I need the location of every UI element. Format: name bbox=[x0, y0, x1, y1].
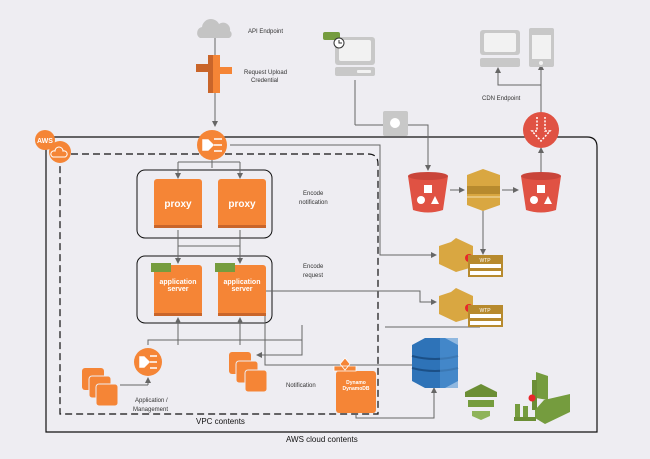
key-icon bbox=[151, 263, 171, 272]
svg-text:Dynamo: Dynamo bbox=[346, 380, 366, 386]
aws-cloud-boundary bbox=[45, 136, 598, 433]
aws-cloud-contents-label: AWS cloud contents bbox=[286, 435, 358, 444]
svg-text:request: request bbox=[303, 273, 323, 279]
svg-text:notification: notification bbox=[299, 200, 328, 206]
video-file-icon bbox=[383, 111, 408, 136]
ec2-instances-icon bbox=[229, 352, 268, 393]
svg-text:Encode: Encode bbox=[303, 264, 324, 270]
proxy-server-2: proxy bbox=[218, 179, 266, 228]
proxy-group bbox=[136, 169, 273, 239]
load-balancer-icon bbox=[134, 348, 162, 376]
s3-bucket-icon bbox=[521, 172, 561, 213]
vpc-boundary bbox=[59, 153, 379, 415]
s3-bucket-icon bbox=[408, 172, 448, 213]
svg-text:AWS: AWS bbox=[37, 138, 53, 145]
cloud-icon bbox=[197, 19, 232, 38]
key-icon bbox=[323, 32, 345, 49]
elastic-transcoder-icon bbox=[467, 169, 500, 211]
application-server-2: application server bbox=[215, 263, 266, 316]
svg-text:DynamoDB: DynamoDB bbox=[343, 386, 370, 392]
svg-text:Request Upload: Request Upload bbox=[244, 70, 287, 76]
proxy-server-1: proxy bbox=[154, 179, 202, 228]
api-gateway-icon bbox=[196, 55, 232, 93]
svg-text:Encode: Encode bbox=[303, 191, 324, 197]
ec2-instances-icon bbox=[82, 368, 119, 407]
wtp-worker-2: WTP bbox=[439, 288, 503, 327]
load-balancer-icon bbox=[197, 130, 227, 160]
glacier-icon bbox=[465, 384, 497, 420]
monitor-icon bbox=[480, 30, 520, 67]
svg-text:application: application bbox=[224, 279, 261, 286]
cloud-icon bbox=[50, 146, 68, 158]
cdn-endpoint-label: CDN Endpoint bbox=[482, 96, 521, 102]
cloudfront-icon bbox=[523, 112, 559, 148]
svg-text:Credential: Credential bbox=[251, 78, 278, 84]
svg-text:Application /: Application / bbox=[135, 398, 168, 404]
app-server-group bbox=[136, 255, 273, 324]
wtp-worker-1: WTP bbox=[439, 238, 503, 277]
key-icon bbox=[215, 263, 235, 272]
connectors bbox=[120, 38, 544, 419]
notification-label: Notification bbox=[286, 383, 316, 389]
mobile-phone-icon bbox=[529, 28, 554, 67]
dynamodb-table-box: Dynamo DynamoDB bbox=[333, 357, 376, 413]
application-server-1: application server bbox=[151, 263, 202, 316]
svg-text:WTP: WTP bbox=[479, 258, 491, 264]
desktop-computer-icon bbox=[335, 37, 375, 76]
svg-text:server: server bbox=[231, 286, 252, 293]
svg-text:proxy: proxy bbox=[164, 199, 192, 210]
api-endpoint-label: API Endpoint bbox=[248, 29, 283, 35]
svg-text:server: server bbox=[167, 286, 188, 293]
dynamodb-icon bbox=[411, 338, 459, 388]
expand-arrows-icon bbox=[333, 357, 357, 372]
aws-logo: AWS bbox=[35, 130, 71, 163]
svg-text:Management: Management bbox=[133, 407, 168, 413]
vpc-contents-label: VPC contents bbox=[196, 417, 245, 426]
svg-text:WTP: WTP bbox=[479, 308, 491, 314]
svg-text:proxy: proxy bbox=[228, 199, 256, 210]
cloudwatch-icon bbox=[514, 372, 570, 424]
svg-text:application: application bbox=[160, 279, 197, 286]
